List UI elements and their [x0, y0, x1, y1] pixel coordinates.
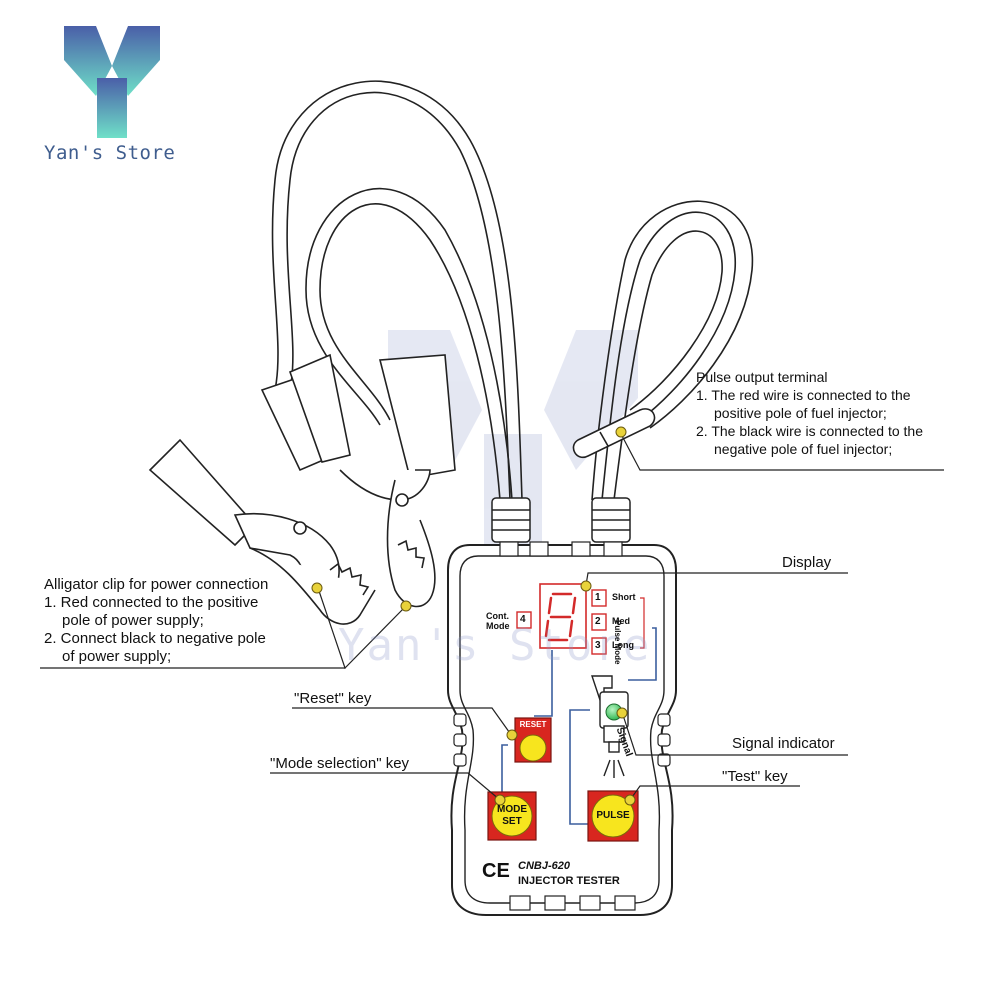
injector-icon: [591, 675, 629, 778]
mode-label-med: Med: [612, 616, 630, 626]
display-callout: Display: [782, 554, 832, 571]
brand-logo: [64, 26, 160, 138]
link-lines: [501, 627, 657, 825]
pulse-mode-bracket: [640, 597, 645, 649]
mode-set-line-1: MODE: [497, 804, 527, 815]
pulse-cable-loop: [591, 200, 754, 501]
pulse-output-title: Pulse output terminal: [696, 369, 828, 385]
model-name: CNBJ-620: [518, 860, 570, 872]
mode-num-2: 2: [595, 616, 601, 627]
alligator-clip-right: [260, 353, 456, 608]
alligator-item-2: pole of power supply;: [62, 612, 204, 629]
reset-button[interactable]: [514, 717, 552, 763]
pulse-output-item-3: 2. The black wire is connected to the: [696, 423, 923, 439]
alligator-callout: Alligator clip for power connection 1. R…: [44, 576, 268, 666]
alligator-item-3: 2. Connect black to negative pole: [44, 630, 266, 647]
brand-name: Yan's Store: [44, 142, 176, 164]
mode-num-3: 3: [595, 640, 601, 651]
mode-label-short: Short: [612, 592, 636, 602]
pulse-output-item-1: 1. The red wire is connected to the: [696, 387, 911, 403]
mode-set-button[interactable]: [487, 791, 537, 841]
leader-dots: [311, 426, 636, 806]
pulse-output-connector: [572, 408, 656, 459]
mode-label-long: Long: [612, 640, 634, 650]
pulse-mode-boxes: [591, 589, 607, 655]
power-cable-loops: [271, 80, 523, 501]
reset-key-callout: "Reset" key: [294, 690, 372, 707]
pulse-output-item-4: negative pole of fuel injector;: [714, 441, 893, 457]
cont-mode-number: 4: [520, 614, 526, 625]
alligator-title: Alligator clip for power connection: [44, 576, 269, 593]
mode-label: Mode: [486, 621, 510, 631]
seven-segment-display: [539, 583, 587, 649]
cable-boots: [491, 497, 631, 543]
cont-mode-label: Cont. Mode: [486, 611, 510, 631]
pulse-label: PULSE: [596, 810, 630, 821]
alligator-item-4: of power supply;: [62, 648, 172, 665]
brand-watermark: Yan's Store: [338, 620, 652, 671]
ce-mark: CE: [482, 860, 510, 882]
product-name: INJECTOR TESTER: [518, 875, 620, 887]
leader-lines: [40, 431, 944, 801]
test-key-callout: "Test" key: [722, 768, 788, 785]
pulse-output-item-2: positive pole of fuel injector;: [714, 405, 887, 421]
alligator-item-1: 1. Red connected to the positive: [44, 594, 259, 611]
mode-num-1: 1: [595, 592, 601, 603]
pulse-mode-label: Pulse Mode: [613, 620, 622, 665]
signal-indicator-callout: Signal indicator: [732, 735, 835, 752]
reset-label: RESET: [519, 720, 547, 729]
cont-mode-box: [516, 611, 532, 629]
mode-key-callout: "Mode selection" key: [270, 755, 410, 772]
pulse-output-callout: Pulse output terminal 1. The red wire is…: [696, 368, 923, 458]
cont-label: Cont.: [486, 611, 509, 621]
mode-set-line-2: SET: [502, 816, 522, 827]
mode-set-label: MODE SET: [492, 804, 532, 828]
